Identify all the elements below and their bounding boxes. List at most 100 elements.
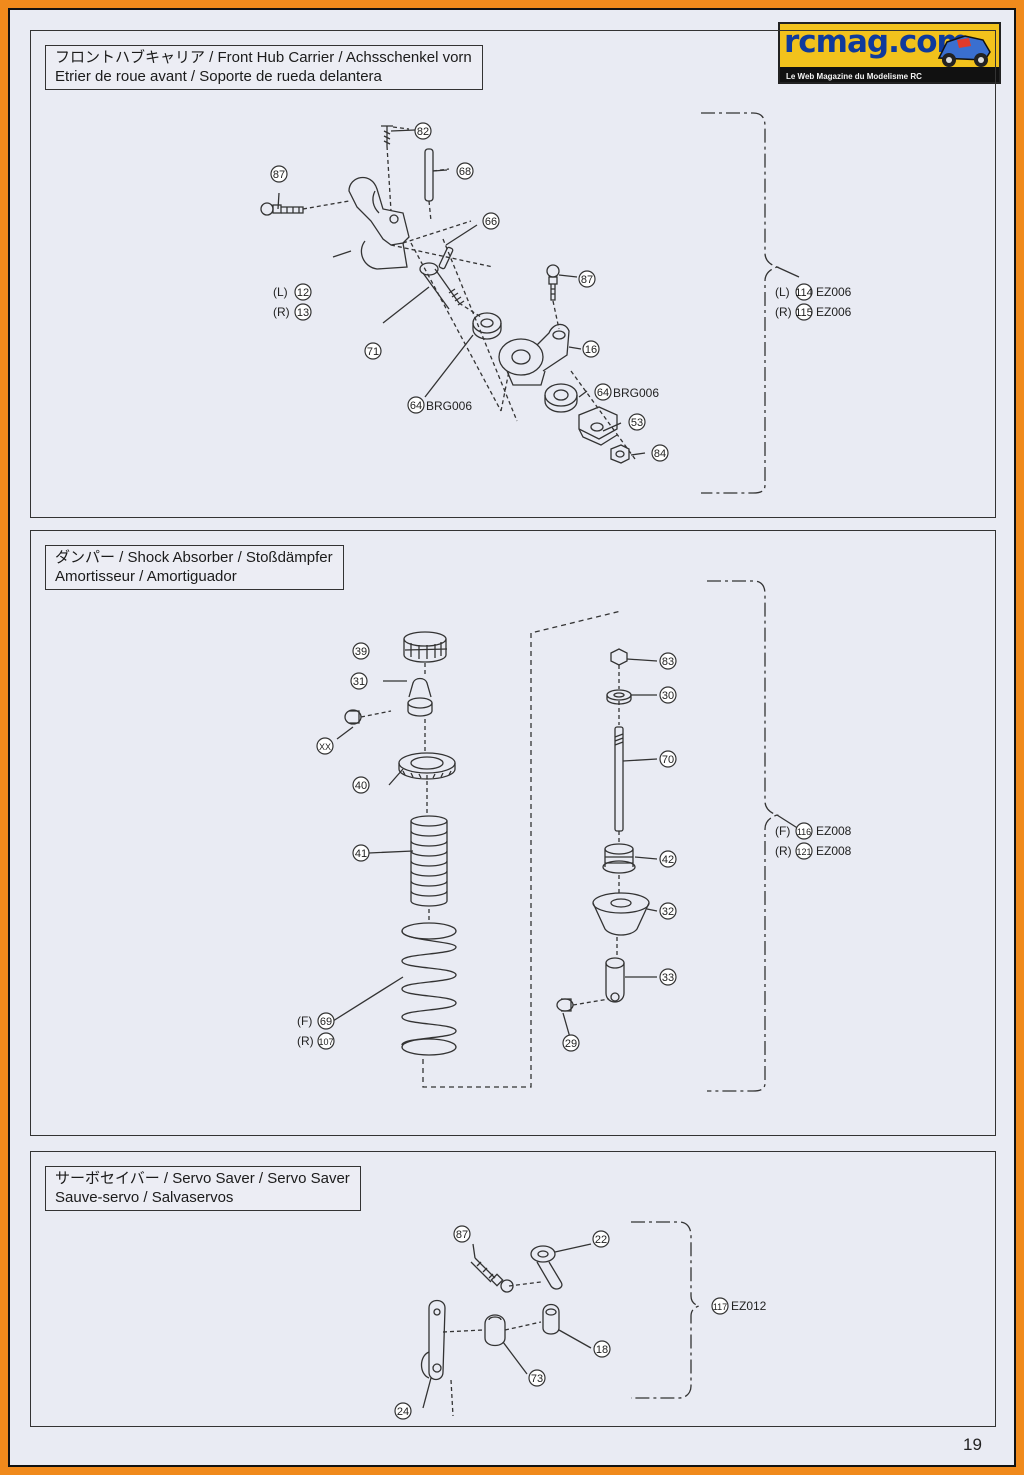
nut-84-icon [610, 444, 630, 464]
kingpin-71-icon [419, 262, 465, 310]
shock-absorber-exploded-diagram: 39 31 XX 40 41 69 107 83 30 70 42 32 33 … [297, 580, 852, 1092]
part-16-label: 16 [585, 344, 597, 356]
manual-page [8, 8, 1016, 1467]
part-121-label: 121 [796, 847, 811, 857]
kit-left-marker: (L) [775, 285, 790, 299]
part-32-label: 32 [662, 906, 674, 918]
rc-car-icon [937, 35, 991, 67]
shock-spring-69-icon [401, 922, 457, 1056]
bearing-64-right-icon [544, 383, 578, 413]
bearing-64-left-icon [472, 312, 502, 340]
page-number: 19 [963, 1435, 982, 1454]
shock-body-41-icon [410, 815, 448, 907]
ball-stud-87-servo-icon [470, 1257, 514, 1293]
part-33-label: 33 [662, 972, 674, 984]
shock-cap-39-icon [403, 631, 447, 663]
part-116-label: 116 [797, 827, 811, 837]
bottom-cap-42-icon [602, 843, 636, 874]
part-69-label: 69 [320, 1016, 332, 1028]
ez008-front-label: EZ008 [816, 824, 852, 838]
front-hub-section: 82 68 87 66 87 12 13 71 16 64 64 53 84 1… [30, 30, 996, 518]
front-hub-title-line2: Etrier de roue avant / Soporte de rueda … [55, 68, 382, 85]
rcmag-logo: rcmag.com Le Web Magazine du Modelisme R… [778, 22, 1001, 84]
shock-absorber-section: 39 31 XX 40 41 69 107 83 30 70 42 32 33 … [30, 530, 996, 1136]
brg006-label-b: BRG006 [613, 386, 659, 400]
part-24-label: 24 [397, 1406, 409, 1418]
pin-68-icon [424, 148, 434, 202]
rear-marker: (R) [297, 1034, 314, 1048]
servo-title-line1: サーボセイバー / Servo Saver / Servo Saver [55, 1170, 350, 1187]
part-xx-label: XX [319, 742, 331, 752]
part-53-label: 53 [631, 417, 643, 429]
servo-saver-exploded-diagram: 87 22 117 18 24 73 EZ012 [394, 1221, 767, 1420]
servo-saver-section: 87 22 117 18 24 73 EZ012 サーボセイバー / Servo… [30, 1151, 996, 1427]
cap-eyelet-31-icon [407, 677, 433, 717]
part-30-label: 30 [662, 690, 674, 702]
spring-collar-40-icon [398, 752, 456, 780]
part-12-label: 12 [297, 287, 309, 299]
part-87b-label: 87 [581, 274, 593, 286]
part-68-label: 68 [459, 166, 471, 178]
part-39-label: 39 [355, 646, 367, 658]
part-22-label: 22 [595, 1234, 607, 1246]
part-31-label: 31 [353, 676, 365, 688]
front-hub-title-line1: フロントハブキャリア / Front Hub Carrier / Achssch… [55, 49, 472, 66]
part-115-label: 115 [795, 307, 813, 319]
collar-18-icon [542, 1303, 560, 1335]
nut-83-icon [610, 648, 628, 666]
ez006-right-label: EZ006 [816, 305, 852, 319]
part-64b-label: 64 [597, 387, 609, 399]
part-107-label: 107 [318, 1037, 333, 1047]
kit-right-marker: (R) [775, 305, 792, 319]
ez012-label: EZ012 [731, 1299, 767, 1313]
part-73-label: 73 [531, 1373, 543, 1385]
shock-title-line2: Amortisseur / Amortiguador [55, 568, 237, 585]
part-117-label: 117 [713, 1302, 727, 1312]
logo-tagline: Le Web Magazine du Modelisme RC [786, 72, 922, 81]
shock-title-line1: ダンパー / Shock Absorber / Stoßdämpfer [55, 549, 333, 566]
part-82-label: 82 [417, 126, 429, 138]
front-hub-title: フロントハブキャリア / Front Hub Carrier / Achssch… [45, 45, 483, 90]
part-66-label: 66 [485, 216, 497, 228]
kit-rear-marker: (R) [775, 844, 792, 858]
part-71-label: 71 [367, 346, 379, 358]
screw-82-icon [381, 125, 393, 146]
part-29-label: 29 [565, 1038, 577, 1050]
part-114-label: 114 [795, 287, 813, 299]
servo-saver-24-icon [420, 1299, 446, 1381]
spring-cup-32-icon [592, 892, 650, 936]
wheel-hex-53-icon [578, 406, 618, 446]
servo-arm-22-icon [530, 1245, 563, 1290]
ball-xx-icon [344, 709, 362, 725]
ball-stud-87-icon [260, 202, 304, 216]
part-40-label: 40 [355, 780, 367, 792]
hub-carrier-16-icon [498, 323, 570, 386]
part-83-label: 83 [662, 656, 674, 668]
part-84-label: 84 [654, 448, 666, 460]
ball-stud-87b-icon [546, 264, 560, 301]
part-70-label: 70 [662, 754, 674, 766]
steering-knuckle-12-icon [348, 176, 410, 270]
piston-rod-70-icon [614, 726, 624, 832]
left-marker: (L) [273, 285, 288, 299]
rod-end-33-icon [605, 957, 625, 1003]
ez006-left-label: EZ006 [816, 285, 852, 299]
servo-saver-title: サーボセイバー / Servo Saver / Servo Saver Sauv… [45, 1166, 361, 1211]
shock-absorber-title: ダンパー / Shock Absorber / Stoßdämpfer Amor… [45, 545, 344, 590]
part-64a-label: 64 [410, 400, 422, 412]
pin-66-icon [438, 246, 454, 270]
ez008-rear-label: EZ008 [816, 844, 852, 858]
part-87-servo-label: 87 [456, 1229, 468, 1241]
kit-front-marker: (F) [775, 824, 790, 838]
front-hub-exploded-diagram: 82 68 87 66 87 12 13 71 16 64 64 53 84 1… [260, 112, 852, 494]
brg006-label-a: BRG006 [426, 399, 472, 413]
part-18-label: 18 [596, 1344, 608, 1356]
part-87a-label: 87 [273, 169, 285, 181]
part-13-label: 13 [297, 307, 309, 319]
part-42-label: 42 [662, 854, 674, 866]
collet-73-icon [484, 1314, 506, 1347]
servo-title-line2: Sauve-servo / Salvaservos [55, 1189, 234, 1206]
part-41-label: 41 [355, 848, 367, 860]
front-marker: (F) [297, 1014, 312, 1028]
ball-29-icon [556, 998, 574, 1012]
